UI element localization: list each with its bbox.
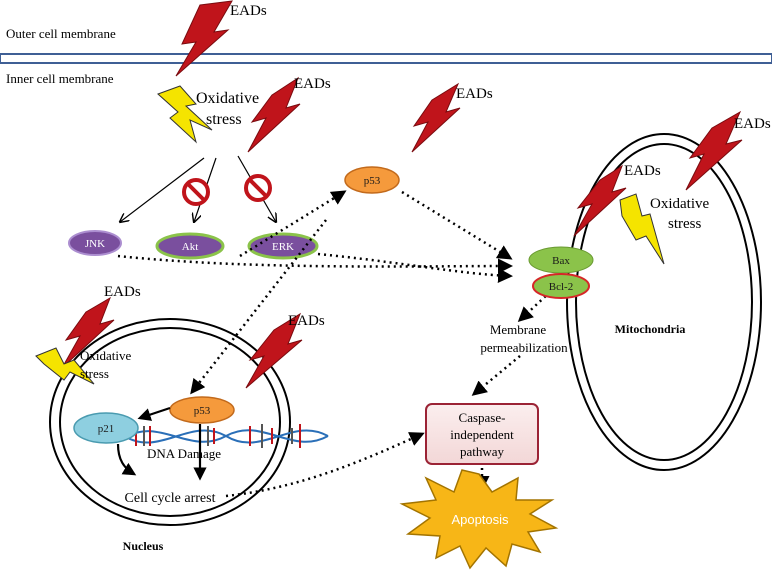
- oxidative-stress-label: stress: [80, 366, 109, 381]
- dna-damage-label: DNA Damage: [147, 446, 221, 461]
- jnk-to-bax-arrow: [117, 254, 513, 274]
- permeabilization-to-caspase-arrow: [471, 355, 521, 396]
- arrest-to-caspase-arrow: [225, 432, 425, 498]
- eads-bolt-icon: [247, 76, 301, 153]
- eads-label: EADs: [734, 116, 771, 132]
- oxidative-stress-label: stress: [668, 216, 701, 232]
- bax-label: Bax: [552, 255, 570, 267]
- p21-node: [73, 412, 139, 444]
- bolts-red: [61, 0, 743, 389]
- caspase-label: independent: [450, 427, 514, 442]
- oxidative-stress-label: Oxidative: [80, 348, 131, 363]
- oxidative-stress-bolt-icon: [35, 347, 95, 385]
- p53-translocation-up-arrow: [239, 190, 347, 258]
- jnk-label: JNK: [85, 238, 105, 250]
- p53-to-bax-arrow: [401, 190, 513, 260]
- eads-label: EADs: [624, 163, 661, 179]
- oxidative-stress-bolt-icon: [157, 85, 213, 144]
- p53-label: p53: [194, 405, 211, 417]
- eads-label: EADs: [456, 86, 493, 102]
- p53-translocation-down-arrow: [190, 219, 327, 395]
- bolts-yellow: [35, 85, 665, 385]
- caspase-independent-box: [425, 403, 539, 465]
- caspase-label: Caspase-: [459, 410, 506, 425]
- dna-helix: [123, 424, 329, 448]
- jnk-node: [68, 230, 122, 256]
- oxidative-stress-bolt-icon: [619, 193, 665, 265]
- cell-membrane-bar: [0, 53, 772, 64]
- eads-bolt-icon: [573, 164, 627, 237]
- inhibit-akt-icon: [182, 178, 210, 206]
- mitochondria-label: Mitochondria: [615, 322, 686, 336]
- p53-label: p53: [364, 175, 381, 187]
- eads-label: EADs: [230, 3, 267, 19]
- erk-to-bax-arrow: [317, 252, 513, 284]
- akt-label: Akt: [182, 241, 199, 253]
- outer-membrane-label: Outer cell membrane: [6, 26, 116, 41]
- mitochondria-inner-membrane: [575, 143, 753, 461]
- membrane-permeabilization-label: Membrane: [490, 322, 547, 337]
- bcl2-node: [532, 273, 590, 299]
- cell-cycle-arrest-label: Cell cycle arrest: [125, 491, 216, 506]
- bcl2-label: Bcl-2: [549, 281, 573, 293]
- eads-bolt-icon: [245, 312, 303, 389]
- eads-bolt-icon: [685, 110, 743, 191]
- oxidative-stress-label: Oxidative: [650, 196, 709, 212]
- eads-bolt-icon: [61, 296, 115, 369]
- arrow-to-jnk: [120, 157, 205, 222]
- eads-label: EADs: [288, 313, 325, 329]
- p21-label: p21: [98, 423, 115, 435]
- apoptosis-label: Apoptosis: [451, 512, 509, 527]
- erk-label: ERK: [272, 241, 294, 253]
- nucleus-inner-membrane: [59, 327, 281, 517]
- p53-to-p21-arrow: [137, 406, 171, 421]
- nucleus-outer-membrane: [49, 318, 291, 526]
- eads-label: EADs: [104, 284, 141, 300]
- oxidative-stress-label: stress: [206, 111, 242, 128]
- inner-membrane-label: Inner cell membrane: [6, 71, 114, 86]
- mitochondria-outer-membrane: [566, 133, 762, 471]
- inhibit-erk-icon: [244, 174, 272, 202]
- membrane-permeabilization-label: permeabilization: [480, 340, 568, 355]
- apoptosis-burst: [399, 469, 559, 570]
- p53-node-cytoplasm: [344, 166, 400, 194]
- p53-node-nucleus: [169, 396, 235, 424]
- nucleus-label: Nucleus: [123, 539, 164, 553]
- eads-label: EADs: [294, 76, 331, 92]
- eads-bolt-icon: [411, 82, 461, 153]
- akt-node: [155, 232, 225, 260]
- oxidative-stress-label: Oxidative: [196, 90, 259, 107]
- p21-to-arrest-arrow: [116, 443, 137, 476]
- caspase-label: pathway: [460, 444, 505, 459]
- eads-bolt-icon: [175, 0, 233, 77]
